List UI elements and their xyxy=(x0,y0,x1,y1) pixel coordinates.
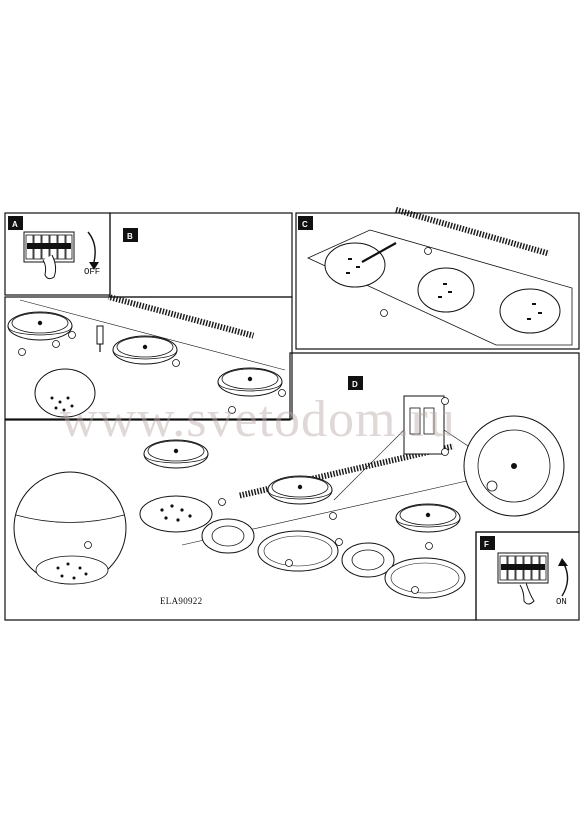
connector-detail xyxy=(333,395,469,501)
detail-magnifier xyxy=(34,368,96,418)
svg-text:D: D xyxy=(352,380,358,389)
breaker-on-icon xyxy=(497,552,549,584)
lamp-c-2 xyxy=(112,335,178,365)
panel-a-badge: A xyxy=(8,216,23,230)
ceiling-plane xyxy=(307,229,573,346)
step-markers xyxy=(84,397,449,594)
switch-off-label: OFF xyxy=(84,267,100,277)
step-markers xyxy=(380,247,432,317)
led-dots xyxy=(160,504,192,522)
diffuser-dome-1 xyxy=(257,530,339,572)
arrow-down-icon xyxy=(87,231,96,263)
lamp-e-mid xyxy=(267,475,333,505)
template-3 xyxy=(499,288,561,334)
diffuser-ring-2 xyxy=(341,542,395,578)
panel-e-badge: D xyxy=(348,376,363,390)
hand-icon xyxy=(519,582,535,605)
svg-text:C: C xyxy=(302,220,308,229)
drill-marks xyxy=(346,258,542,320)
svg-text:B: B xyxy=(127,232,133,241)
svg-text:F: F xyxy=(484,540,489,549)
template-2 xyxy=(417,267,475,313)
lamp-c-1 xyxy=(7,311,73,341)
hand-icon xyxy=(42,254,57,280)
diffuser-ring-1 xyxy=(201,518,255,554)
panel-e: D xyxy=(4,352,580,621)
panel-c xyxy=(4,293,293,420)
template-1 xyxy=(324,242,386,288)
led-dots xyxy=(56,562,88,580)
panel-f: F ON xyxy=(475,531,580,621)
diffuser-dome-2 xyxy=(384,557,466,599)
step-markers xyxy=(18,331,286,414)
panel-f-badge: F xyxy=(480,536,495,550)
ceiling-hatch xyxy=(107,293,255,339)
led-dots xyxy=(50,396,74,412)
svg-text:A: A xyxy=(12,220,18,229)
ceiling-hatch xyxy=(394,206,550,257)
panel-d-badge: C xyxy=(298,216,313,230)
lamp-e-right xyxy=(395,503,461,533)
panel-d: C xyxy=(295,206,580,350)
watermark: www.svetodom.ru xyxy=(60,391,456,448)
led-board xyxy=(139,495,213,533)
panel-b: B xyxy=(109,212,293,298)
panel-b-badge: B xyxy=(123,228,138,242)
pencil-icon xyxy=(361,242,397,263)
panel-a: A OFF xyxy=(4,212,111,296)
arrow-up-icon xyxy=(561,563,569,597)
model-code: ELA90922 xyxy=(160,596,202,606)
screwdriver-icon xyxy=(96,325,104,352)
switch-on-label: ON xyxy=(556,597,567,607)
